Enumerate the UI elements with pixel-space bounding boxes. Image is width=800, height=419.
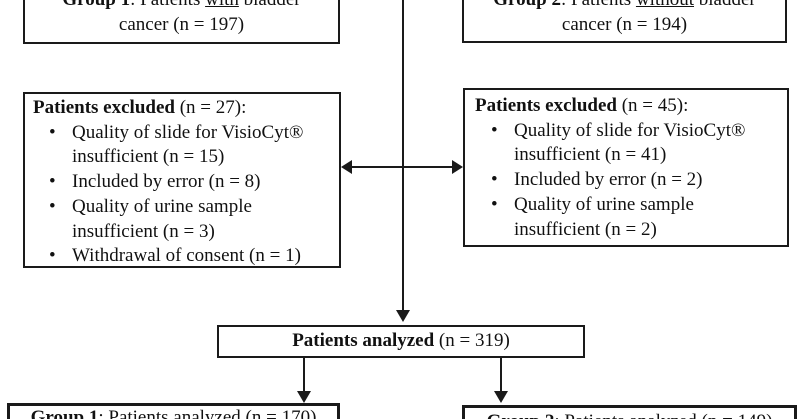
bullet-icon: • xyxy=(49,171,56,193)
group1-excluded-title-bold: Patients excluded xyxy=(33,97,175,118)
list-item: • Quality of urine sample insufficient (… xyxy=(33,195,335,244)
group2-label: Group 2 xyxy=(493,0,561,10)
group1-excluded-item-2: Included by error (n = 8) xyxy=(72,171,261,193)
group2-excluded-title-bold: Patients excluded xyxy=(475,95,617,116)
list-item: • Withdrawal of consent (n = 1) xyxy=(33,244,335,269)
group2-analyzed-text: Group 2: Patients analyzed (n = 149) xyxy=(465,410,794,419)
group2-analyzed-flow-line xyxy=(500,358,502,392)
right-arrowhead-icon xyxy=(452,160,463,174)
down-arrowhead-icon xyxy=(396,310,410,322)
bullet-icon: • xyxy=(49,245,56,267)
patients-analyzed-text: Patients analyzed (n = 319) xyxy=(292,329,510,354)
group2-enrolled-box: Group 2: Patients without bladder cancer… xyxy=(462,0,787,43)
group1-enrolled-box: Group 1: Patients with bladder cancer (n… xyxy=(23,0,340,44)
group2-underlined-word: without xyxy=(636,0,694,10)
group1-label: Group 1 xyxy=(62,0,130,10)
bullet-icon: • xyxy=(491,119,498,141)
list-item: • Included by error (n = 8) xyxy=(33,170,335,195)
group2-excluded-item-2: Included by error (n = 2) xyxy=(514,169,703,191)
group1-excluded-item-3: Quality of urine sample insufficient (n … xyxy=(72,195,252,242)
bullet-icon: • xyxy=(491,193,498,215)
bullet-icon: • xyxy=(49,195,56,217)
group1-analyzed-text: Group 1: Patients analyzed (n = 170) xyxy=(10,406,337,419)
group2-excluded-item-3: Quality of urine sample insufficient (n … xyxy=(514,193,694,240)
down-arrowhead-icon xyxy=(297,391,311,403)
center-flow-line xyxy=(402,0,404,311)
patients-analyzed-count: (n = 319) xyxy=(434,330,510,352)
group1-tail-text: bladder xyxy=(239,0,301,10)
group2-analyzed-box: Group 2: Patients analyzed (n = 149) xyxy=(462,405,797,419)
list-item: • Quality of slide for VisioCyt® insuffi… xyxy=(475,119,783,168)
group1-analyzed-label: Group 1 xyxy=(30,407,99,419)
group1-analyzed-flow-line xyxy=(303,358,305,392)
list-item: • Quality of slide for VisioCyt® insuffi… xyxy=(33,121,335,170)
bullet-icon: • xyxy=(491,169,498,191)
group2-mid-text: : Patients xyxy=(561,0,636,10)
group2-tail-text: bladder xyxy=(694,0,756,10)
group1-underlined-word: with xyxy=(205,0,239,10)
group1-excluded-item-4: Withdrawal of consent (n = 1) xyxy=(72,245,301,267)
left-arrowhead-icon xyxy=(341,160,352,174)
list-item: • Quality of urine sample insufficient (… xyxy=(475,193,783,242)
patients-analyzed-bold: Patients analyzed xyxy=(292,330,435,352)
group1-excluded-title: Patients excluded (n = 27): xyxy=(33,96,335,121)
group1-mid-text: : Patients xyxy=(130,0,205,10)
list-item: • Included by error (n = 2) xyxy=(475,168,783,193)
group1-excluded-item-1: Quality of slide for VisioCyt® insuffici… xyxy=(72,121,304,168)
down-arrowhead-icon xyxy=(494,391,508,403)
bullet-icon: • xyxy=(49,121,56,143)
patients-analyzed-box: Patients analyzed (n = 319) xyxy=(217,325,585,358)
exclusion-double-arrow-line xyxy=(352,166,452,168)
group1-excluded-box: Patients excluded (n = 27): • Quality of… xyxy=(23,92,341,268)
group2-analyzed-rest: : Patients analyzed (n = 149) xyxy=(554,411,772,419)
group1-enrolled-line2: cancer (n = 197) xyxy=(118,13,245,35)
group1-excluded-title-rest: (n = 27): xyxy=(174,97,247,118)
group2-enrolled-line1: Group 2: Patients without bladder xyxy=(464,0,785,13)
group2-excluded-title-rest: (n = 45): xyxy=(616,95,689,116)
group2-excluded-item-1: Quality of slide for VisioCyt® insuffici… xyxy=(514,119,746,166)
group2-excluded-title: Patients excluded (n = 45): xyxy=(475,94,783,119)
group1-analyzed-rest: : Patients analyzed (n = 170) xyxy=(98,407,317,419)
group2-enrolled-line2: cancer (n = 194) xyxy=(561,13,688,35)
group1-analyzed-box: Group 1: Patients analyzed (n = 170) xyxy=(7,403,340,419)
group2-excluded-box: Patients excluded (n = 45): • Quality of… xyxy=(463,88,789,247)
group1-enrolled-line1: Group 1: Patients with bladder xyxy=(25,0,338,13)
group2-analyzed-label: Group 2 xyxy=(487,411,555,419)
